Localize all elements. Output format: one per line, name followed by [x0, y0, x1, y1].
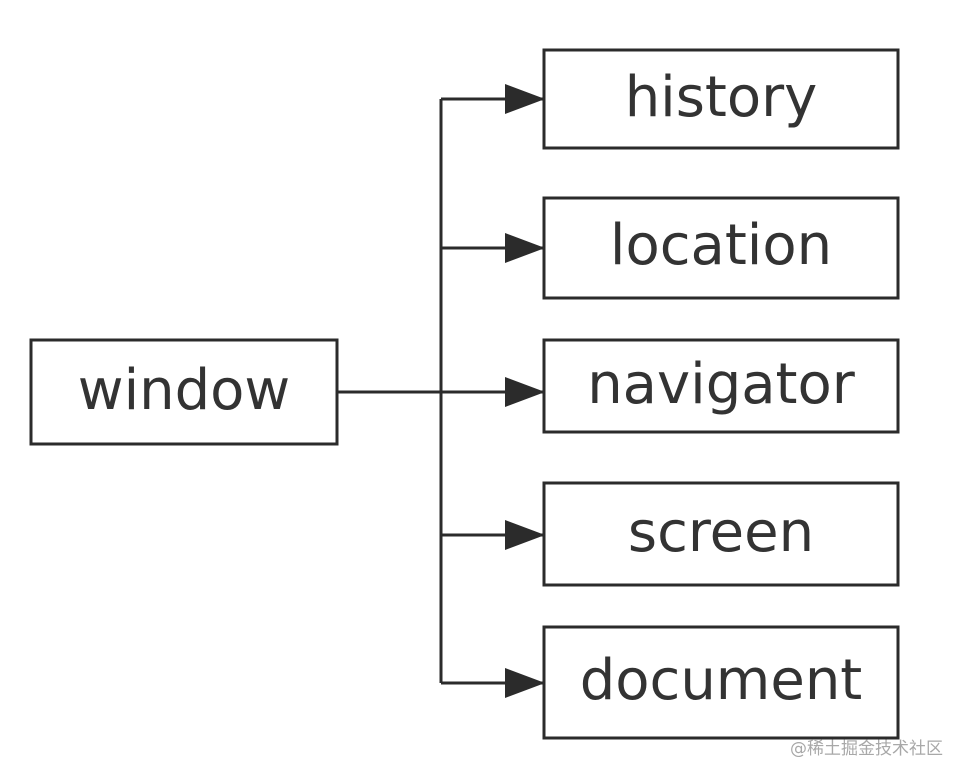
node-document: document [542, 625, 900, 740]
node-history-box [542, 48, 900, 150]
node-screen: screen [542, 481, 900, 587]
watermark-text: @稀土掘金技术社区 [790, 739, 943, 759]
node-history: history [542, 48, 900, 150]
node-navigator-box [542, 338, 900, 434]
node-navigator-label: navigator [587, 352, 856, 417]
node-document-box [542, 625, 900, 740]
node-location-box [542, 196, 900, 300]
node-history-label: history [625, 65, 818, 130]
node-document-label: document [580, 648, 863, 713]
node-screen-label: screen [628, 500, 814, 565]
node-location: location [542, 196, 900, 300]
node-location-label: location [610, 213, 832, 278]
node-window: window [29, 338, 339, 446]
node-window-label: window [78, 358, 290, 423]
node-navigator: navigator [542, 338, 900, 434]
node-window-box [29, 338, 339, 446]
node-screen-box [542, 481, 900, 587]
